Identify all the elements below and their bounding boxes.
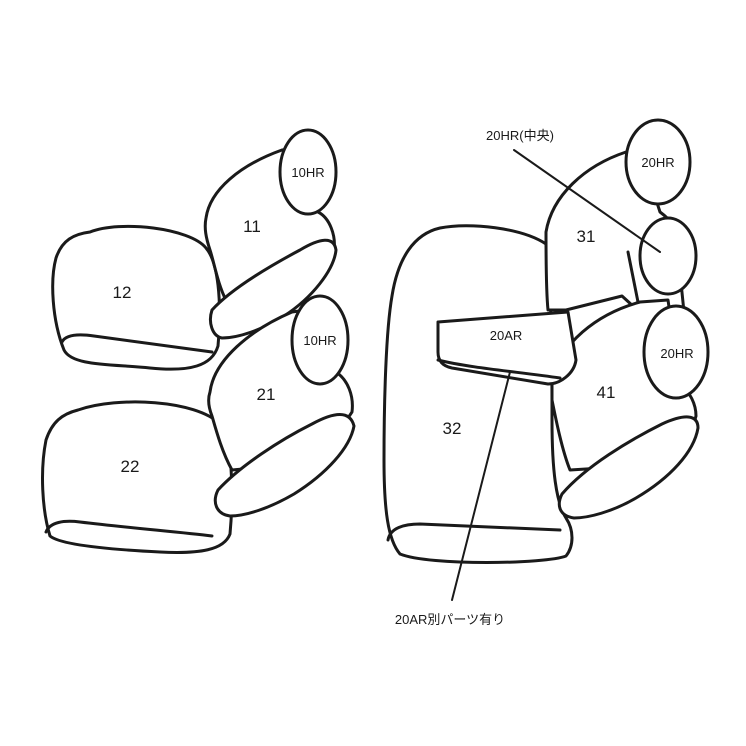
label-11: 11 (243, 217, 261, 236)
leader-line-armrest (451, 371, 511, 601)
label-21: 21 (257, 385, 276, 404)
cushion-front-edge-22 (44, 519, 214, 538)
callout-armrest-note: 20AR別パーツ有り (395, 612, 505, 627)
headrest-20hr-lower (642, 304, 710, 400)
label-22: 22 (121, 457, 140, 476)
leader-line-center-headrest (513, 149, 661, 253)
front-seat-upper (51, 128, 338, 371)
armrest-bottom-edge (436, 358, 562, 380)
label-20ar: 20AR (490, 328, 523, 343)
seat-cushion-32 (382, 224, 574, 564)
seatback-lower-41 (557, 415, 700, 520)
rear-bench (382, 224, 574, 564)
rear-seatback-31 (544, 118, 698, 321)
armrest-20ar (436, 310, 578, 386)
seat-cushion-12 (51, 224, 221, 371)
headrest-20hr-center (638, 216, 698, 296)
seatback-lower-11 (208, 238, 338, 340)
rear-seatback-41 (550, 298, 710, 520)
headrest-10hr-upper (278, 128, 338, 216)
label-20hr-upper: 20HR (641, 155, 674, 170)
label-12: 12 (113, 283, 132, 302)
label-10hr-upper: 10HR (291, 165, 324, 180)
seatback-lower-21 (213, 413, 356, 518)
label-31: 31 (577, 227, 596, 246)
label-20hr-lower: 20HR (660, 346, 693, 361)
front-seat-lower (41, 294, 356, 554)
label-10hr-lower: 10HR (303, 333, 336, 348)
callout-center-headrest: 20HR(中央) (486, 128, 554, 143)
label-32: 32 (443, 419, 462, 438)
label-41: 41 (597, 383, 616, 402)
headrest-20hr-upper (624, 118, 692, 206)
headrest-10hr-lower (290, 294, 350, 386)
cushion-front-edge-12 (60, 333, 214, 354)
cushion-front-edge-32 (386, 522, 562, 542)
seat-cushion-22 (41, 400, 234, 554)
